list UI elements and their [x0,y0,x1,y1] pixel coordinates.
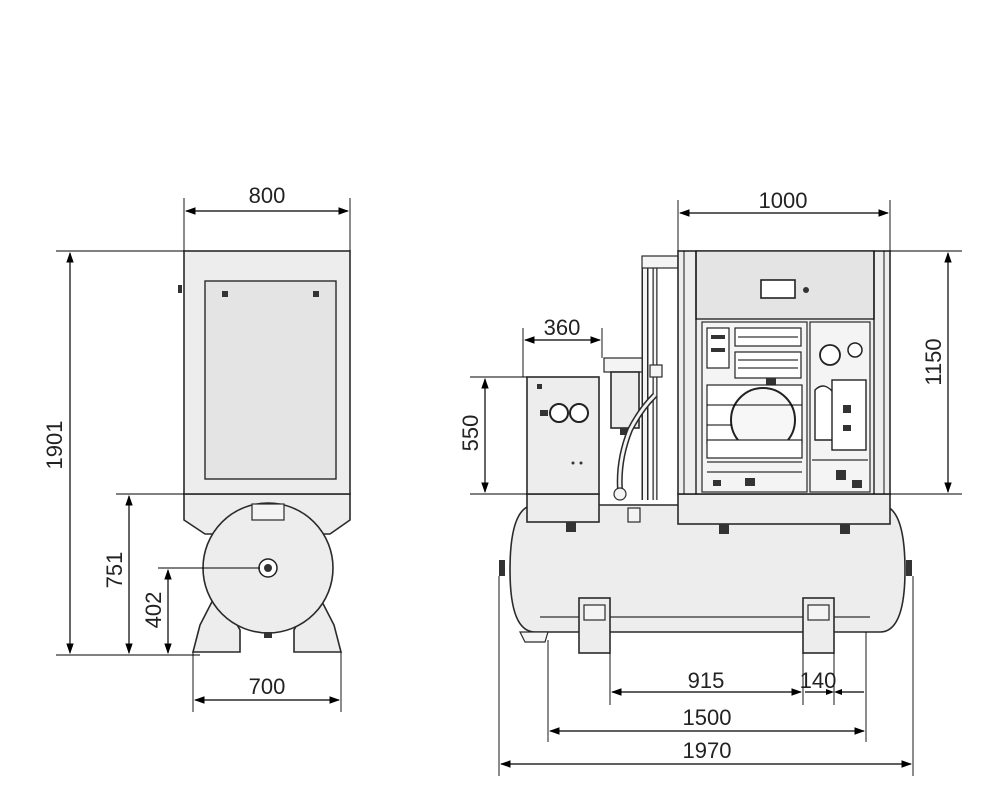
dim-side-height: 1150 [921,338,946,385]
internal-components [701,321,871,493]
front-door-panel [204,280,337,480]
side-view: 1000 1150 360 550 915 140 1500 [458,188,962,776]
dim-side-top: 1000 [759,188,808,213]
dim-tank-length: 1500 [683,705,732,730]
dryer-base [526,493,600,523]
dim-front-height: 1901 [42,421,67,470]
dim-dryer-width: 360 [544,315,581,340]
display-screen [760,279,796,299]
compressor-base [677,493,891,525]
dim-front-width: 800 [249,183,286,208]
dryer-unit [526,376,600,495]
dim-front-base: 700 [249,674,286,699]
dim-feet-spacing: 915 [688,668,725,693]
front-tank-plate [251,503,285,521]
dim-dryer-height: 550 [458,415,483,452]
dim-foot-width: 140 [800,668,837,693]
dim-front-tank-top: 751 [102,552,127,589]
dim-total-length: 1970 [683,738,732,763]
front-view: 800 1901 751 402 700 [42,183,351,712]
dim-front-tank-center: 402 [141,592,166,629]
